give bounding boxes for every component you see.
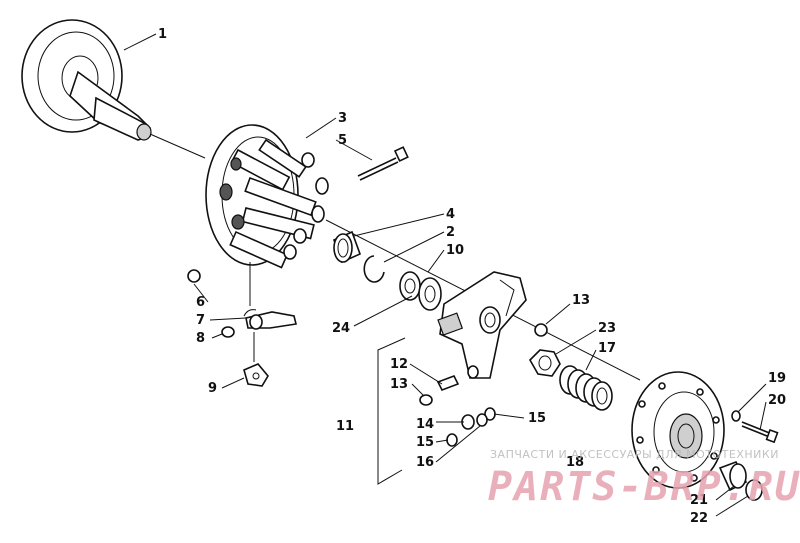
part-10-spacers xyxy=(399,271,442,311)
callout-3: 3 xyxy=(338,111,347,126)
callout-11: 11 xyxy=(336,419,354,434)
part-23-nut xyxy=(529,349,561,377)
part-1-sheave xyxy=(21,19,152,141)
part-9-clip xyxy=(243,363,269,387)
callout-1: 1 xyxy=(158,27,167,42)
part-24-cam-arm xyxy=(437,271,527,379)
part-2-snap-ring xyxy=(363,255,385,283)
watermark-brand: PARTS-BRP.RU xyxy=(488,464,800,510)
callout-16: 16 xyxy=(416,455,434,470)
part-13-lower-bushing xyxy=(419,394,433,406)
callout-17: 17 xyxy=(598,341,616,356)
callout-21: 21 xyxy=(690,493,708,508)
part-16-roller xyxy=(476,413,488,427)
part-12-pin xyxy=(436,374,460,392)
callout-14: 14 xyxy=(416,417,434,432)
part-19-washer xyxy=(731,410,741,422)
callout-9: 9 xyxy=(208,381,217,396)
callout-18: 18 xyxy=(566,455,584,470)
callout-8: 8 xyxy=(196,331,205,346)
part-18-sheave-hub xyxy=(631,371,725,489)
part-20-bolt xyxy=(741,421,779,444)
part-17-spring xyxy=(559,365,613,411)
callout-23: 23 xyxy=(598,321,616,336)
part-3-spider-assembly xyxy=(205,124,329,269)
part-21-bushing xyxy=(718,460,748,492)
part-8-pin xyxy=(221,326,235,338)
axis-line-1 xyxy=(149,133,206,159)
callout-labels: 1 3 5 4 2 10 6 7 8 9 24 13 23 17 12 13 1… xyxy=(158,27,786,526)
part-13-upper-bushing xyxy=(534,323,548,337)
callout-4: 4 xyxy=(446,207,455,222)
part-4-bushing xyxy=(332,230,362,264)
watermark-caption: ЗАПЧАСТИ И АКСЕССУАРЫ ДЛЯ МОТОТЕХНИКИ xyxy=(490,448,779,461)
bracket-11 xyxy=(377,337,406,485)
callout-5: 5 xyxy=(338,133,347,148)
leader-lines xyxy=(123,33,767,517)
callout-2: 2 xyxy=(446,225,455,240)
callout-22: 22 xyxy=(690,511,708,526)
callout-15-right: 15 xyxy=(528,411,546,426)
callout-24: 24 xyxy=(332,321,350,336)
callout-6: 6 xyxy=(196,295,205,310)
part-22-ring xyxy=(745,479,763,501)
callout-7: 7 xyxy=(196,313,205,328)
callout-20: 20 xyxy=(768,393,786,408)
watermark: ЗАПЧАСТИ И АКСЕССУАРЫ ДЛЯ МОТОТЕХНИКИ PA… xyxy=(488,448,800,510)
callout-10: 10 xyxy=(446,243,464,258)
callout-19: 19 xyxy=(768,371,786,386)
part-6-nut xyxy=(187,269,201,283)
callout-13-upper: 13 xyxy=(572,293,590,308)
callout-15-left: 15 xyxy=(416,435,434,450)
part-5-bolt xyxy=(357,146,409,181)
part-7-cam-weight xyxy=(243,309,297,330)
callout-12: 12 xyxy=(390,357,408,372)
callout-13-lower: 13 xyxy=(390,377,408,392)
part-15-washer-lower xyxy=(446,433,458,447)
